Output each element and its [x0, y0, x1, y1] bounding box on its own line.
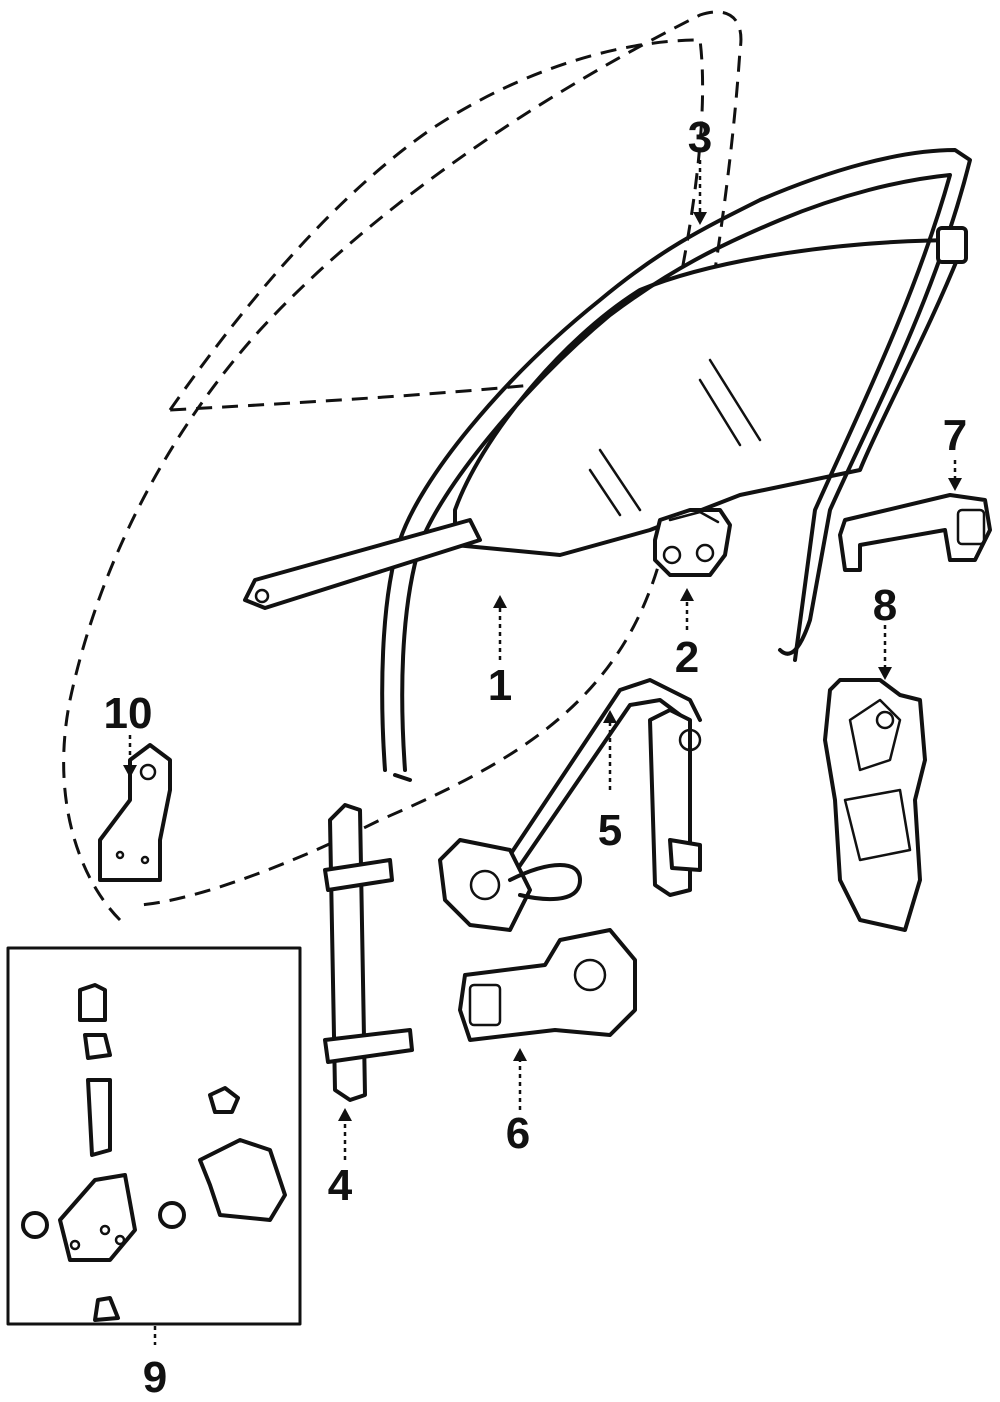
callout-1: 1 — [488, 661, 512, 710]
callout-2: 2 — [675, 633, 699, 682]
door-outline-dashed — [62, 10, 743, 922]
callout-10: 10 — [104, 689, 153, 738]
callout-4: 4 — [328, 1161, 353, 1210]
callout-3: 3 — [688, 113, 712, 162]
belt-moulding — [243, 518, 482, 610]
part-5-regulator-cable — [438, 678, 702, 932]
callout-5: 5 — [598, 806, 622, 855]
callout-labels: 3 1 2 7 8 10 5 4 6 9 — [104, 113, 968, 1402]
part-9-hinge-hardware-inset — [6, 946, 302, 1326]
part-6-window-motor — [458, 928, 637, 1042]
part-4-regulator-channel — [323, 803, 414, 1102]
callout-6: 6 — [506, 1109, 530, 1158]
callout-8: 8 — [873, 581, 897, 630]
part-8-door-lock — [823, 678, 927, 932]
part-7-pull-handle — [838, 493, 992, 572]
part-10-hinge — [98, 743, 172, 882]
callout-7: 7 — [943, 411, 967, 460]
callout-9: 9 — [143, 1353, 167, 1402]
part-2-glass-bracket — [653, 508, 732, 577]
part-1-window-glass — [453, 238, 967, 557]
leader-lines — [123, 160, 962, 1345]
